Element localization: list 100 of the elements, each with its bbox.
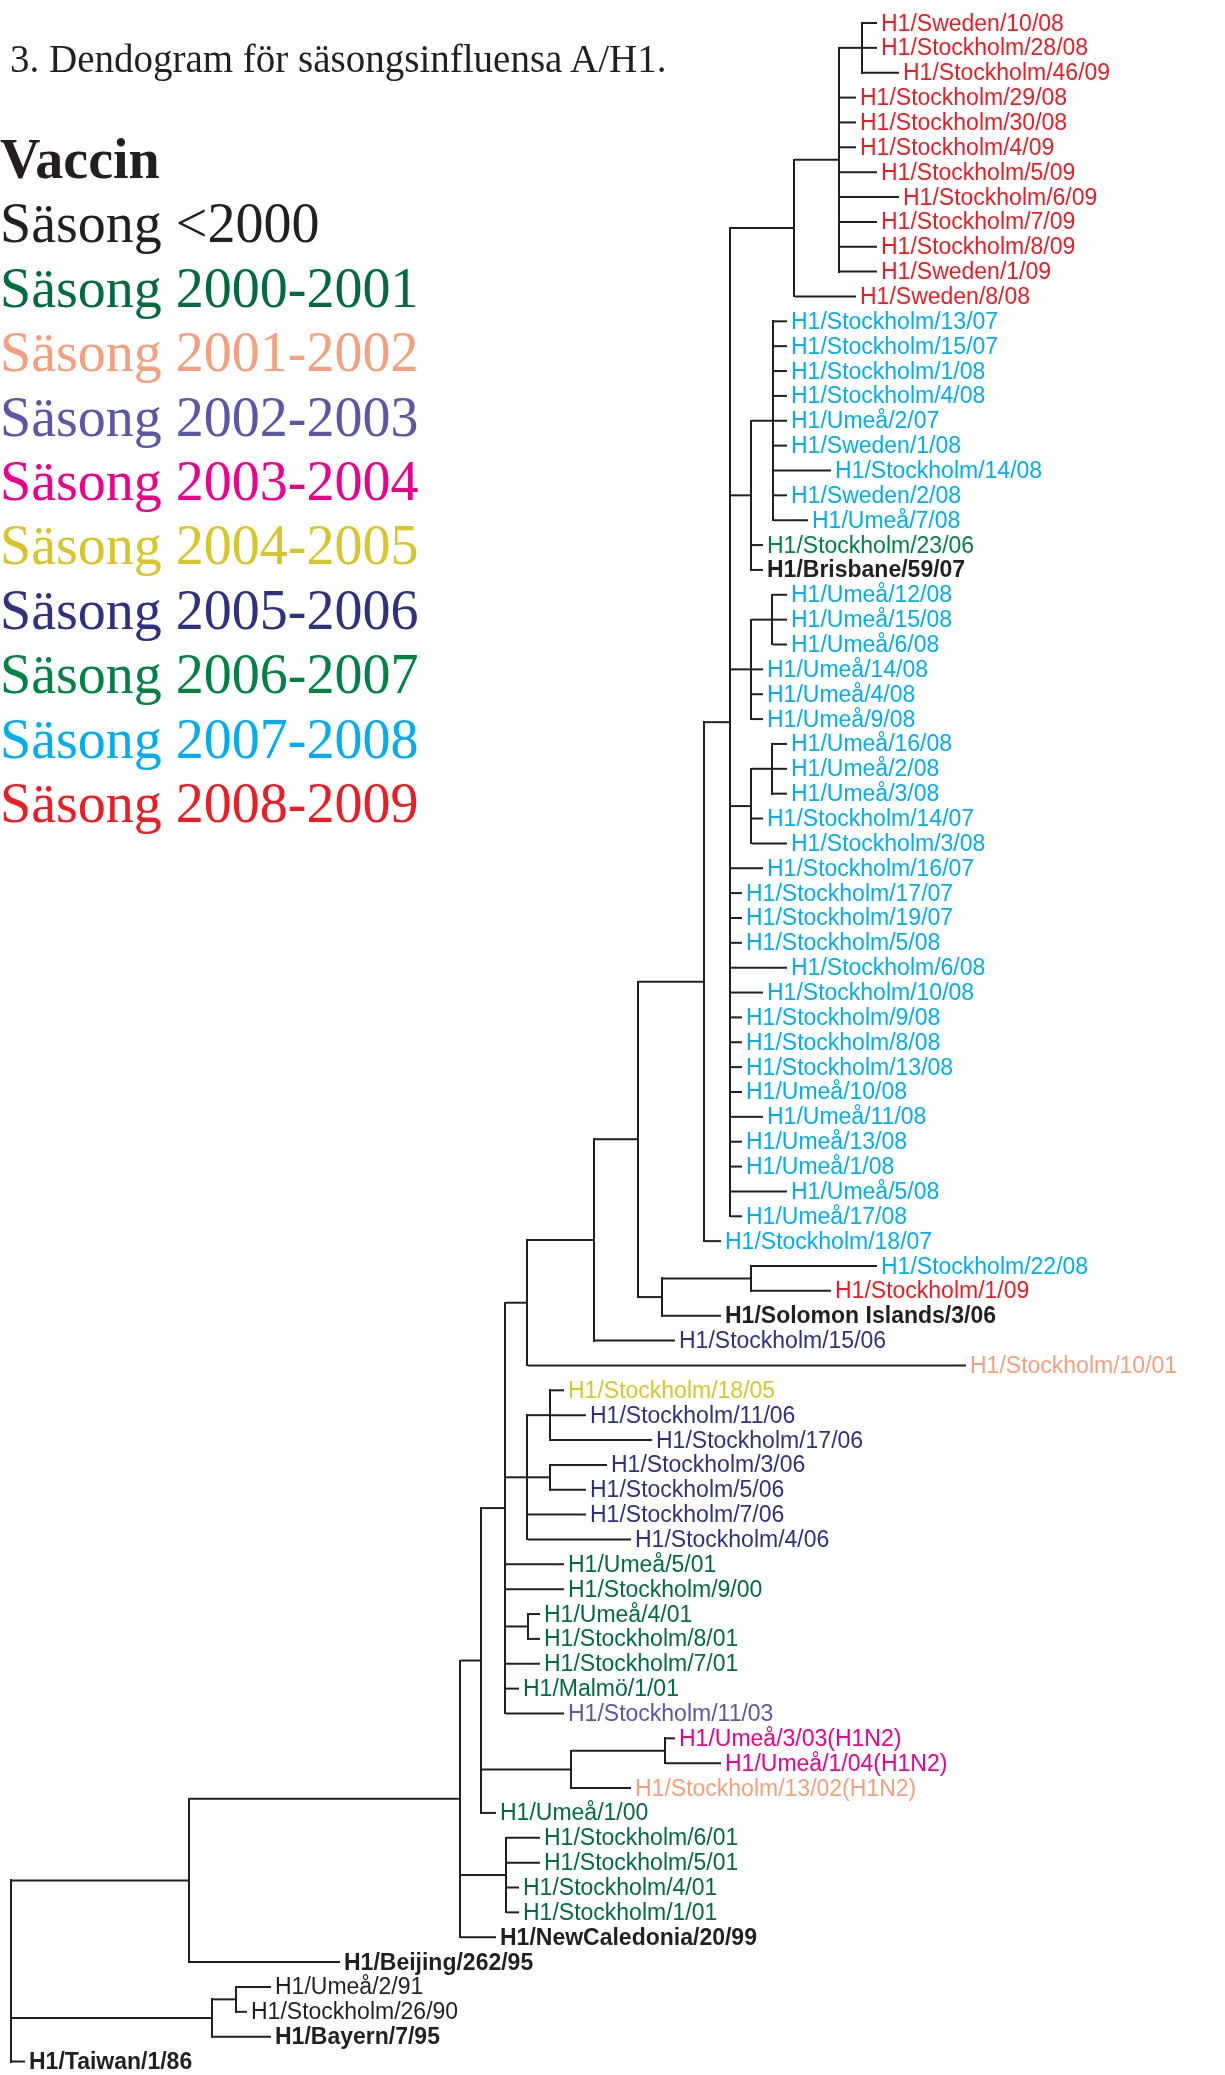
- tree-branch: [751, 693, 764, 696]
- strain-label: H1/Umeå/9/08: [763, 706, 916, 732]
- tree-branch: [839, 121, 857, 124]
- strain-label: H1/Stockholm/5/06: [586, 1477, 785, 1503]
- tree-branch: [665, 1737, 676, 1740]
- tree-branch: [527, 1513, 587, 1516]
- strain-label: H1/Umeå/3/03(H1N2): [675, 1725, 902, 1751]
- tree-junction-line: [188, 1797, 190, 1964]
- strain-label: H1/Stockholm/1/09: [831, 1278, 1030, 1304]
- strain-label: H1/Umeå/15/08: [787, 607, 953, 633]
- tree-branch: [505, 1588, 565, 1591]
- tree-branch: [550, 1439, 653, 1441]
- tree-branch: [751, 817, 764, 820]
- tree-branch: [730, 1140, 743, 1143]
- tree-branch: [730, 892, 743, 895]
- strain-label: H1/Umeå/6/08: [787, 632, 940, 657]
- legend-entry: Säsong 2004-2005: [0, 514, 419, 577]
- strain-label: H1/Sweden/10/08: [877, 10, 1064, 36]
- strain-label: H1/Stockholm/6/01: [540, 1825, 739, 1851]
- tree-branch: [505, 1712, 565, 1715]
- tree-branch: [506, 1861, 541, 1864]
- tree-branch: [839, 46, 862, 49]
- strain-label: H1/Stockholm/9/08: [742, 1004, 941, 1030]
- tree-branch: [773, 494, 788, 497]
- tree-branch: [550, 1414, 587, 1417]
- tree-branch: [212, 2035, 272, 2038]
- strain-label: H1/Umeå/2/08: [787, 756, 940, 782]
- tree-branch: [527, 1476, 550, 1479]
- legend-entry: Säsong 2001-2002: [0, 321, 419, 384]
- tree-branch: [505, 1476, 527, 1479]
- strain-label: H1/Stockholm/14/07: [763, 806, 975, 831]
- tree-branch: [704, 721, 730, 724]
- tree-branch: [839, 270, 878, 273]
- tree-branch: [730, 867, 764, 870]
- tree-junction-line: [235, 1985, 237, 2013]
- strain-label: H1/Sweden/8/08: [856, 283, 1031, 309]
- legend-entry: Säsong 2002-2003: [0, 385, 419, 448]
- strain-label: H1/Umeå/7/08: [808, 507, 961, 533]
- strain-label: H1/Stockholm/9/00: [564, 1576, 763, 1602]
- tree-branch: [839, 171, 878, 174]
- strain-label: H1/Umeå/4/01: [540, 1601, 693, 1627]
- tree-branch: [839, 220, 878, 223]
- tree-branch: [460, 1659, 481, 1662]
- legend-entry: Säsong 2003-2004: [0, 450, 419, 512]
- tree-branch: [236, 2010, 248, 2013]
- tree-branch: [751, 1265, 878, 1267]
- strain-label: H1/Umeå/11/08: [763, 1104, 927, 1130]
- tree-branch: [751, 842, 788, 845]
- tree-junction-line: [637, 980, 639, 1299]
- tree-branch: [481, 1811, 497, 1814]
- legend-entry: Säsong 2005-2006: [0, 578, 419, 641]
- tree-branch: [751, 544, 764, 547]
- tree-branch: [773, 469, 832, 472]
- tree-branch: [730, 1115, 764, 1118]
- tree-branch: [505, 1563, 565, 1566]
- strain-label: H1/Umeå/5/01: [564, 1551, 717, 1577]
- tree-branch: [527, 1238, 594, 1241]
- tree-junction-line: [750, 767, 752, 845]
- tree-junction-line: [527, 1613, 529, 1640]
- tree-branch: [638, 980, 704, 983]
- strain-label: H1/Umeå/12/08: [787, 582, 953, 608]
- strain-label: H1/Stockholm/4/06: [631, 1526, 830, 1552]
- tree-junction-line: [504, 1301, 506, 1715]
- strain-label: H1/Malmö/1/01: [519, 1676, 679, 1702]
- tree-branch: [11, 2017, 212, 2019]
- strain-label: H1/Stockholm/8/08: [742, 1029, 941, 1055]
- tree-branch: [571, 1787, 632, 1790]
- figure-title: 3. Dendogram för säsongsinfluensa A/H1.: [10, 36, 667, 82]
- strain-label: H1/Umeå/14/08: [763, 656, 929, 682]
- strain-label: H1/Stockholm/15/07: [787, 333, 999, 359]
- strain-label: H1/Stockholm/13/02(H1N2): [631, 1775, 917, 1801]
- tree-branch: [730, 941, 743, 944]
- tree-branch: [730, 1091, 743, 1093]
- tree-branch: [550, 1463, 608, 1466]
- strain-label: H1/Stockholm/4/09: [856, 134, 1055, 160]
- legend-entry: Vaccin: [0, 128, 160, 190]
- tree-branch: [794, 295, 857, 298]
- legend-entry: Säsong 2008-2009: [0, 772, 419, 834]
- tree-branch: [772, 618, 788, 621]
- tree-branch: [550, 1389, 565, 1392]
- tree-branch: [772, 767, 788, 770]
- strain-label: H1/Stockholm/14/08: [831, 457, 1043, 483]
- tree-junction-line: [750, 1265, 752, 1292]
- tree-branch: [772, 643, 788, 646]
- tree-branch: [189, 1797, 460, 1800]
- tree-branch: [839, 245, 878, 248]
- tree-junction-line: [772, 320, 774, 522]
- strain-label: H1/Stockholm/6/08: [787, 955, 986, 981]
- strain-label: H1/Umeå/4/08: [763, 681, 916, 707]
- tree-branch: [481, 1768, 571, 1771]
- tree-branch: [751, 767, 772, 770]
- tree-junction-line: [549, 1389, 551, 1441]
- strain-label: H1/NewCaledonia/20/99: [496, 1924, 757, 1950]
- tree-junction-line: [771, 742, 773, 795]
- strain-label: H1/Taiwan/1/86: [25, 2049, 193, 2074]
- strain-label: H1/Stockholm/4/08: [787, 383, 986, 409]
- strain-label: H1/Stockholm/7/09: [877, 209, 1076, 235]
- strain-label: H1/Stockholm/7/06: [586, 1502, 785, 1528]
- strain-label: H1/Stockholm/17/06: [652, 1427, 864, 1453]
- tree-branch: [11, 2060, 26, 2063]
